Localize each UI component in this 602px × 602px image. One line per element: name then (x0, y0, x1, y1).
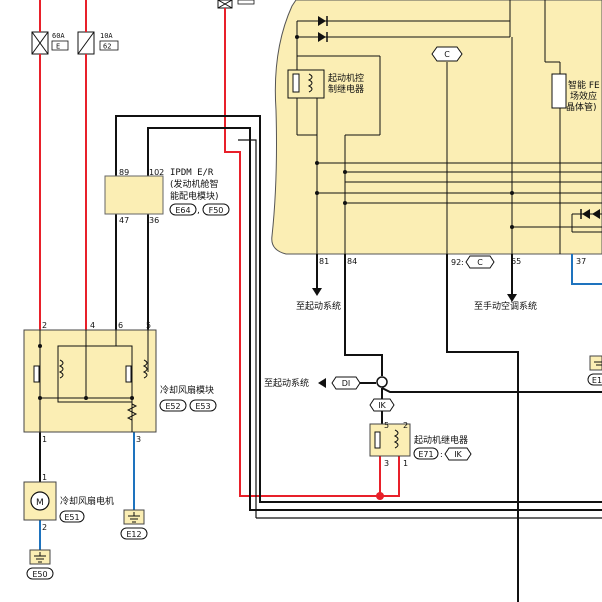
upper-pin-92-colon: : (461, 258, 464, 267)
fan-motor-m-glyph: M (36, 498, 44, 508)
ipdm-conn1-tag (169, 203, 197, 216)
ipdm-conn1: E64 (175, 206, 190, 215)
fan-pin-6: 6 (118, 321, 123, 330)
dest-to-start-2: 至起动系统 (264, 377, 309, 389)
junction-dots-upper (295, 35, 514, 229)
starter-control-relay-label-1: 起动机控 (328, 72, 364, 84)
starter-relay-coil (393, 429, 399, 449)
ik-connector-tag (369, 398, 395, 412)
starter-relay-contact (374, 431, 381, 449)
blue-wires (39, 254, 602, 552)
ipdm-conn2: F50 (209, 206, 224, 215)
fuse-60a-id: E (56, 43, 60, 51)
fan-pin-2: 2 (42, 321, 47, 330)
black-wires-thin (238, 139, 602, 519)
ground-e50-label: E50 (32, 570, 47, 579)
fan-motor-pin-2: 2 (42, 523, 47, 532)
smart-fet-label-3: 晶体管) (566, 101, 597, 113)
fuse-60a-id-box (51, 40, 69, 51)
fan-module-junctions (38, 344, 134, 400)
arrowheads (312, 288, 517, 388)
ipdm-conn-sep: , (197, 206, 200, 216)
fan-motor-conn-tag (59, 510, 85, 523)
smart-fet-label-1: 智能 FE (568, 79, 600, 91)
ipdm-title: IPDM E/R (170, 168, 214, 178)
fan-module-relays (33, 359, 148, 383)
ipdm-pin-102: 102 (149, 168, 164, 177)
ipdm-pin-89: 89 (119, 168, 129, 177)
fuse-60a (31, 31, 49, 55)
smart-fet-symbol (551, 73, 567, 109)
fan-module-conn2: E53 (195, 402, 210, 411)
red-junction-dot (376, 492, 384, 500)
starter-relay-code-tag (444, 447, 472, 461)
fuse-10a-id: 62 (103, 43, 111, 51)
fan-motor-conn: E51 (64, 513, 79, 522)
ground-e12-tag (120, 527, 148, 540)
fan-motor-title: 冷却风扇电机 (60, 495, 114, 507)
fuse-top (217, 0, 255, 9)
ik-connector-label: IK (378, 401, 386, 410)
upper-pin-84: 84 (347, 257, 357, 266)
ground-e12-label: E12 (126, 530, 141, 539)
ground-e1-label: E1 (592, 376, 602, 385)
ipdm-conn2-tag (202, 203, 230, 216)
fuse-10a-id-box (99, 40, 119, 51)
conn92-label: C (477, 258, 483, 267)
fan-pin-5: 5 (146, 321, 151, 330)
starter-relay-pin-2: 2 (403, 421, 408, 430)
di-connector-label: DI (342, 379, 351, 388)
upper-pin-92: 92 (451, 258, 461, 267)
ipdm-pin-36: 36 (149, 216, 159, 225)
fan-pin-4: 4 (90, 321, 95, 330)
cooling-fan-motor-box (23, 481, 57, 521)
upper-pin-81: 81 (319, 257, 329, 266)
diode-symbols (318, 16, 600, 219)
ipdm-desc-1: (发动机舱智 (170, 178, 219, 190)
starter-relay-pin-3: 3 (384, 459, 389, 468)
ground-icon-e50 (29, 549, 51, 565)
starter-relay-colon: : (440, 450, 443, 459)
starter-relay-pin-5: 5 (384, 421, 389, 430)
starter-relay-conn-tag (413, 447, 439, 460)
conn92-tag (465, 255, 495, 269)
ipdm-desc-2: 能配电模块) (170, 190, 219, 202)
fan-pin-3: 3 (136, 435, 141, 444)
fuse-60a-rating: 60A (52, 32, 65, 40)
connector-c-tag (431, 46, 463, 62)
upper-pin-37: 37 (576, 257, 586, 266)
ground-icon-e1 (589, 355, 602, 371)
fuse-10a (77, 31, 95, 55)
ground-e1-tag (587, 373, 602, 386)
upper-control-module (271, 0, 602, 255)
fan-pin-1: 1 (42, 435, 47, 444)
fan-module-conn2-tag (189, 399, 217, 412)
fan-module-conn1-tag (159, 399, 187, 412)
starter-relay-code: IK (454, 450, 462, 459)
starter-relay-title: 起动机继电器 (414, 434, 468, 446)
fan-module-conn1: E52 (165, 402, 180, 411)
upper-pin-65: 65 (511, 257, 521, 266)
fan-motor-pin-1: 1 (42, 473, 47, 482)
starter-control-relay-label-2: 制继电器 (328, 83, 364, 95)
ipdm-pin-47: 47 (119, 216, 129, 225)
starter-control-relay-symbol (287, 69, 325, 99)
starter-relay-pin-1: 1 (403, 459, 408, 468)
dest-to-start-1: 至起动系统 (296, 300, 341, 312)
ground-icon-e12 (123, 509, 145, 525)
fan-module-title: 冷却风扇模块 (160, 384, 214, 396)
junction-open-circle (376, 376, 388, 388)
fuse-10a-rating: 10A (100, 32, 113, 40)
cooling-fan-module-box (23, 329, 157, 433)
ipdm-connector-box (104, 175, 164, 215)
fan-motor-icon (30, 491, 50, 511)
starter-relay-conn: E71 (418, 450, 433, 459)
dest-to-ac: 至手动空调系统 (474, 300, 537, 312)
di-connector-tag (331, 376, 361, 390)
smart-fet-label-2: 场效应 (570, 90, 597, 102)
connector-c-label: C (444, 50, 450, 59)
ground-e50-tag (26, 567, 54, 580)
